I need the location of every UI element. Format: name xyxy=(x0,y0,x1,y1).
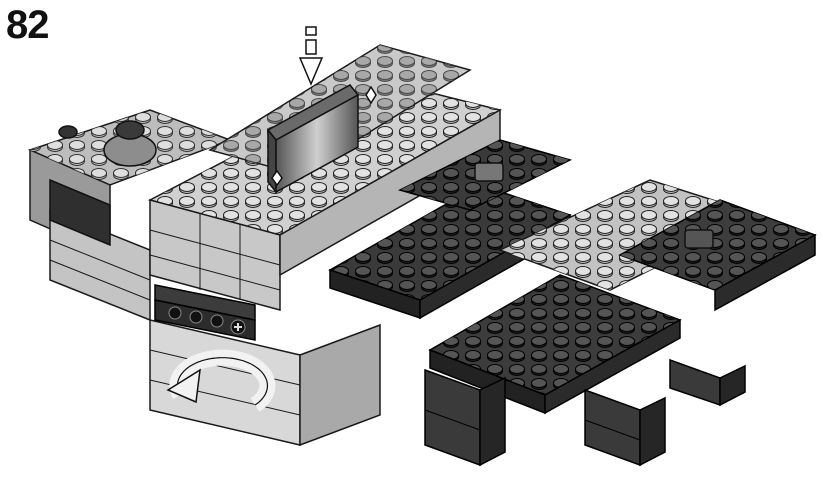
step-number: 82 xyxy=(6,3,49,47)
grill-tile-element xyxy=(266,84,377,195)
small-tile xyxy=(684,229,714,249)
plus-axle-icon xyxy=(230,319,246,335)
dark-leg-front-right xyxy=(584,388,666,467)
dark-leg-right xyxy=(669,358,746,407)
dark-plate-front xyxy=(428,274,682,415)
rotate-arrow-icon xyxy=(166,349,276,412)
front-lower-block xyxy=(149,284,381,447)
down-arrow-icon xyxy=(298,26,324,86)
dark-plate-far-right xyxy=(618,199,817,312)
small-tile xyxy=(474,162,504,182)
dark-leg-front-left xyxy=(424,368,506,467)
left-rear-block xyxy=(27,109,233,322)
